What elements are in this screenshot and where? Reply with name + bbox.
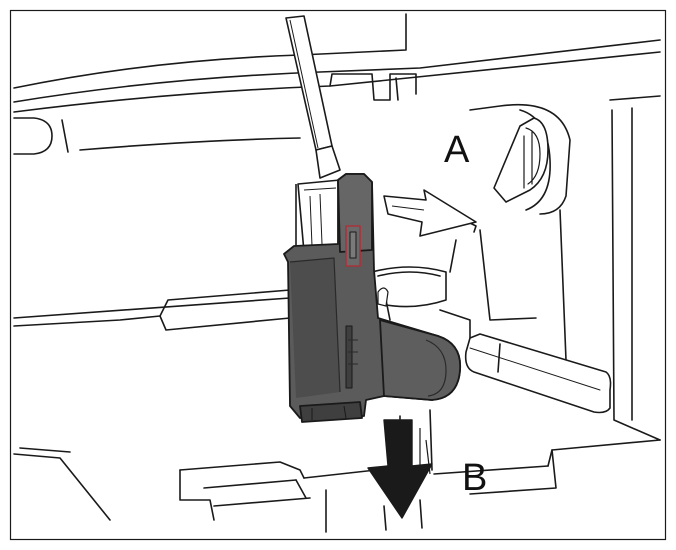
screwdriver (285, 15, 341, 179)
latch-clip (295, 179, 347, 253)
arrow-a (383, 189, 477, 237)
label-b: B (462, 457, 487, 499)
frame-border (9, 9, 667, 541)
arrow-b (367, 419, 433, 519)
screwdriver-tip (315, 145, 341, 179)
module (283, 173, 461, 423)
arrow-b-shape (367, 419, 433, 519)
chassis-line-art (13, 13, 661, 533)
label-a: A (444, 129, 470, 171)
screwdriver-shaft (285, 15, 333, 151)
